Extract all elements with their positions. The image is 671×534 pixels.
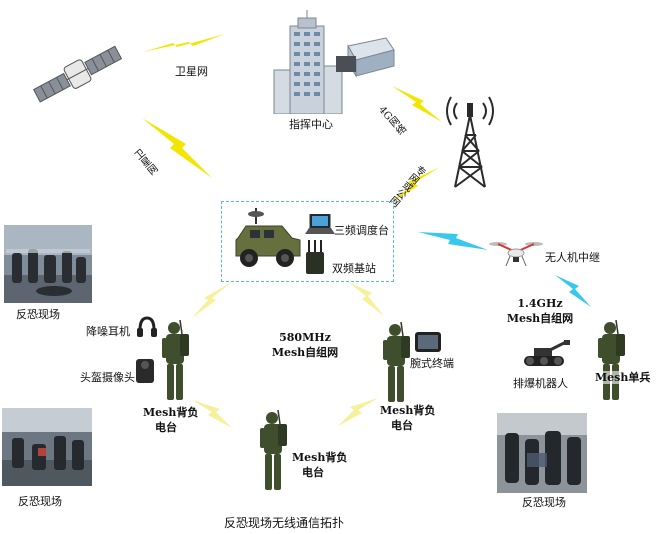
lightning-uav-soldier [555,275,591,307]
command-vehicle-icon [235,208,301,267]
scene-photo-mid-left [2,408,92,486]
helmet-camera-label: 头盔摄像头 [80,371,135,384]
soldier-right-figure [383,322,410,402]
diagram-caption: 反恐现场无线通信拓扑 [224,516,345,530]
mesh-backpack-left-label-1: Mesh背负 [143,406,199,419]
tri-band-console-label: 三频调度台 [334,224,389,237]
uav-drone-icon [489,242,543,267]
noise-headset-label: 降噪耳机 [86,325,130,338]
lightning-left-mid-soldier [192,400,232,428]
mesh-backpack-mid-label-1: Mesh背负 [292,451,348,464]
lightning-4g [392,86,442,122]
mesh-580mhz-label-line1: 580MHz [279,331,331,344]
mesh-backpack-mid-label-2: 电台 [302,466,324,479]
dual-band-base-label: 双频基站 [332,262,376,275]
command-vehicle-box [221,201,394,282]
eod-robot-label: 排爆机器人 [513,377,568,390]
scene-top-left-label: 反恐现场 [16,308,60,321]
mesh-580mhz-label-line2: Mesh自组网 [271,346,339,359]
mesh-backpack-left-label-2: 电台 [155,421,177,434]
soldier-left-figure [162,320,189,400]
scene-mid-left-label: 反恐现场 [18,495,62,508]
command-center-building-icon [273,10,395,114]
mesh-backpack-right-label-2: 电台 [391,419,413,432]
base-station-icon [306,240,324,274]
mesh-backpack-right-label-1: Mesh背负 [380,404,436,417]
lightning-vehicle-uav [418,232,488,250]
laptop-console-icon [305,214,335,234]
scene-right-label: 反恐现场 [522,496,566,509]
lightning-satellite-command [143,34,225,52]
mesh-14ghz-label-line1: 1.4GHz [517,297,563,310]
lightning-mid-right-soldier [338,398,378,426]
scene-photo-right [497,413,587,493]
satellite-net-label: 卫星网 [175,65,208,78]
uav-relay-label: 无人机中继 [545,251,600,264]
soldier-mesh-single-figure [598,320,625,400]
headset-icon [137,316,157,337]
helmet-camera-icon [136,359,154,383]
lightning-vehicle-right-soldier [348,282,384,316]
cell-tower-icon [446,96,494,188]
wrist-terminal-icon [415,332,441,352]
command-center-label: 指挥中心 [289,118,333,131]
eod-robot-icon [524,340,570,366]
satellite-icon [32,45,123,103]
mesh-soldier-label: Mesh单兵 [595,371,651,384]
lightning-private-net [390,167,440,203]
scene-photo-top-left [4,225,92,303]
lightning-vehicle-left-soldier [192,282,232,318]
wrist-terminal-label: 腕式终端 [410,357,454,370]
soldier-mid-figure [260,410,287,490]
lightning-satellite-vehicle [142,118,212,178]
mesh-14ghz-label-line2: Mesh自组网 [506,312,574,325]
